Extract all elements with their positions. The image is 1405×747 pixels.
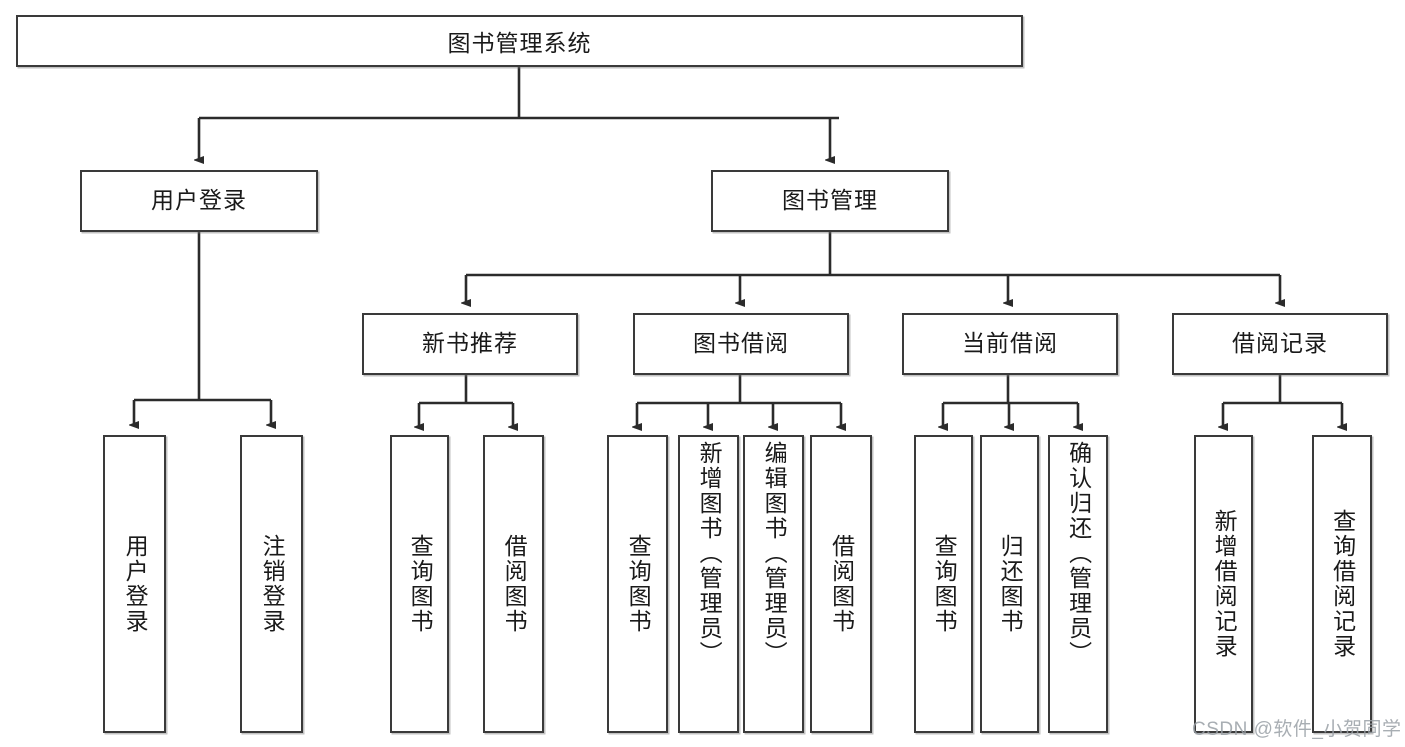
node-label: 用户登录 bbox=[151, 187, 247, 214]
leaf-user-login[interactable]: 用户登录 bbox=[103, 435, 166, 733]
leaf-query-book-current[interactable]: 查询图书 bbox=[914, 435, 973, 733]
leaf-label: 编辑图书（管理员） bbox=[761, 441, 788, 666]
leaf-add-borrowing-record[interactable]: 新增借阅记录 bbox=[1194, 435, 1253, 733]
node-current-borrowing[interactable]: 当前借阅 bbox=[902, 313, 1118, 375]
leaf-borrow-book-newbook[interactable]: 借阅图书 bbox=[483, 435, 544, 733]
node-label: 图书管理系统 bbox=[447, 30, 592, 56]
leaf-label: 注销登录 bbox=[259, 534, 286, 634]
leaf-label: 归还图书 bbox=[997, 534, 1024, 634]
leaf-label: 查询图书 bbox=[625, 534, 652, 634]
leaf-edit-book-admin[interactable]: 编辑图书（管理员） bbox=[743, 435, 804, 733]
node-label: 图书借阅 bbox=[693, 330, 789, 357]
node-borrowing-record[interactable]: 借阅记录 bbox=[1172, 313, 1388, 375]
node-book-management[interactable]: 图书管理 bbox=[711, 170, 949, 232]
node-user-login[interactable]: 用户登录 bbox=[80, 170, 318, 232]
node-root-book-management-system[interactable]: 图书管理系统 bbox=[16, 15, 1023, 67]
leaf-borrow-book-borrowing[interactable]: 借阅图书 bbox=[810, 435, 872, 733]
node-book-borrowing[interactable]: 图书借阅 bbox=[633, 313, 849, 375]
leaf-label: 确认归还（管理员） bbox=[1065, 441, 1092, 666]
node-new-book-recommendation[interactable]: 新书推荐 bbox=[362, 313, 578, 375]
node-label: 当前借阅 bbox=[962, 330, 1058, 357]
leaf-query-book-borrowing[interactable]: 查询图书 bbox=[607, 435, 668, 733]
leaf-label: 查询图书 bbox=[931, 534, 958, 634]
leaf-label: 新增借阅记录 bbox=[1211, 509, 1238, 659]
leaf-query-book-newbook[interactable]: 查询图书 bbox=[390, 435, 449, 733]
leaf-label: 借阅图书 bbox=[501, 534, 528, 634]
leaf-logout[interactable]: 注销登录 bbox=[240, 435, 303, 733]
node-label: 借阅记录 bbox=[1232, 330, 1328, 357]
leaf-return-book[interactable]: 归还图书 bbox=[980, 435, 1039, 733]
leaf-confirm-return-admin[interactable]: 确认归还（管理员） bbox=[1048, 435, 1108, 733]
leaf-label: 查询借阅记录 bbox=[1329, 509, 1356, 659]
leaf-label: 新增图书（管理员） bbox=[696, 441, 723, 666]
node-label: 图书管理 bbox=[782, 187, 878, 214]
csdn-watermark: CSDN @软件_小贺同学 bbox=[1192, 719, 1402, 740]
node-label: 新书推荐 bbox=[422, 330, 518, 357]
leaf-label: 查询图书 bbox=[407, 534, 434, 634]
leaf-label: 用户登录 bbox=[122, 534, 149, 634]
leaf-label: 借阅图书 bbox=[828, 534, 855, 634]
leaf-query-borrowing-record[interactable]: 查询借阅记录 bbox=[1312, 435, 1372, 733]
leaf-add-book-admin[interactable]: 新增图书（管理员） bbox=[678, 435, 739, 733]
